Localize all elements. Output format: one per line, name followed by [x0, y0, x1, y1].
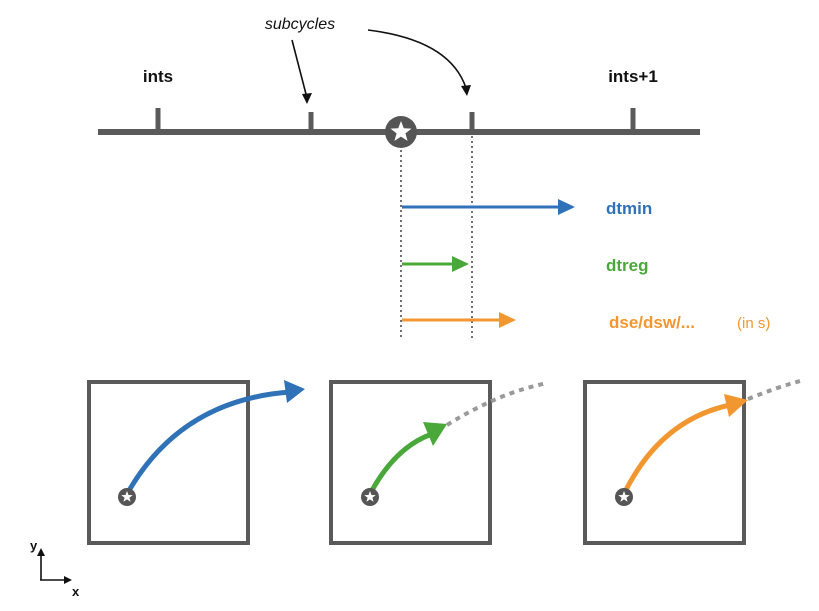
current-time-marker	[385, 116, 417, 148]
subcycle-pointer-2-head	[461, 85, 471, 96]
trajectory-dtreg-continuation	[445, 381, 549, 427]
arrow-dtreg-head	[452, 256, 469, 272]
panel-dse	[583, 379, 801, 545]
star-icon	[390, 121, 412, 141]
trajectory-dtreg	[367, 431, 433, 496]
subcycle-pointer-1	[291, 39, 308, 99]
star-icon	[618, 491, 630, 502]
y-axis-head	[37, 548, 45, 556]
label-dtreg: dtreg	[606, 256, 649, 275]
trajectory-dse	[621, 402, 731, 496]
trajectory-dtreg-head	[423, 422, 447, 446]
trajectory-dtmin-head	[284, 380, 305, 403]
label-ints: ints	[143, 67, 173, 86]
subcycle-pointer-2	[367, 29, 467, 89]
trajectory-dse-head	[724, 394, 748, 417]
label-ints-plus-1: ints+1	[608, 67, 658, 86]
axes-indicator: y x	[30, 538, 80, 599]
arrow-dtmin-head	[558, 199, 575, 215]
dt-arrows: dtmin dtreg dse/dsw/... (in s)	[402, 199, 770, 332]
label-subcycles: subcycles	[265, 16, 335, 33]
arrow-dse-head	[499, 312, 516, 328]
panel-dtmin	[87, 380, 305, 545]
panel-dtreg	[329, 380, 549, 545]
cell-box-3	[583, 380, 746, 545]
star-icon	[121, 491, 133, 502]
timeline: ints ints+1 subcycles	[98, 16, 700, 338]
cell-box-2	[329, 380, 492, 545]
trajectory-dse-continuation	[747, 379, 801, 401]
label-dtmin: dtmin	[606, 199, 652, 218]
trajectory-dtmin	[124, 389, 291, 496]
y-axis-label: y	[30, 538, 38, 553]
subcycle-pointer-1-head	[302, 93, 312, 104]
x-axis-head	[64, 576, 72, 584]
label-dse-unit: (in s)	[737, 315, 770, 332]
label-dse: dse/dsw/...	[609, 313, 695, 332]
star-icon	[364, 491, 376, 502]
cell-box-1	[87, 380, 250, 545]
x-axis-label: x	[72, 584, 80, 599]
